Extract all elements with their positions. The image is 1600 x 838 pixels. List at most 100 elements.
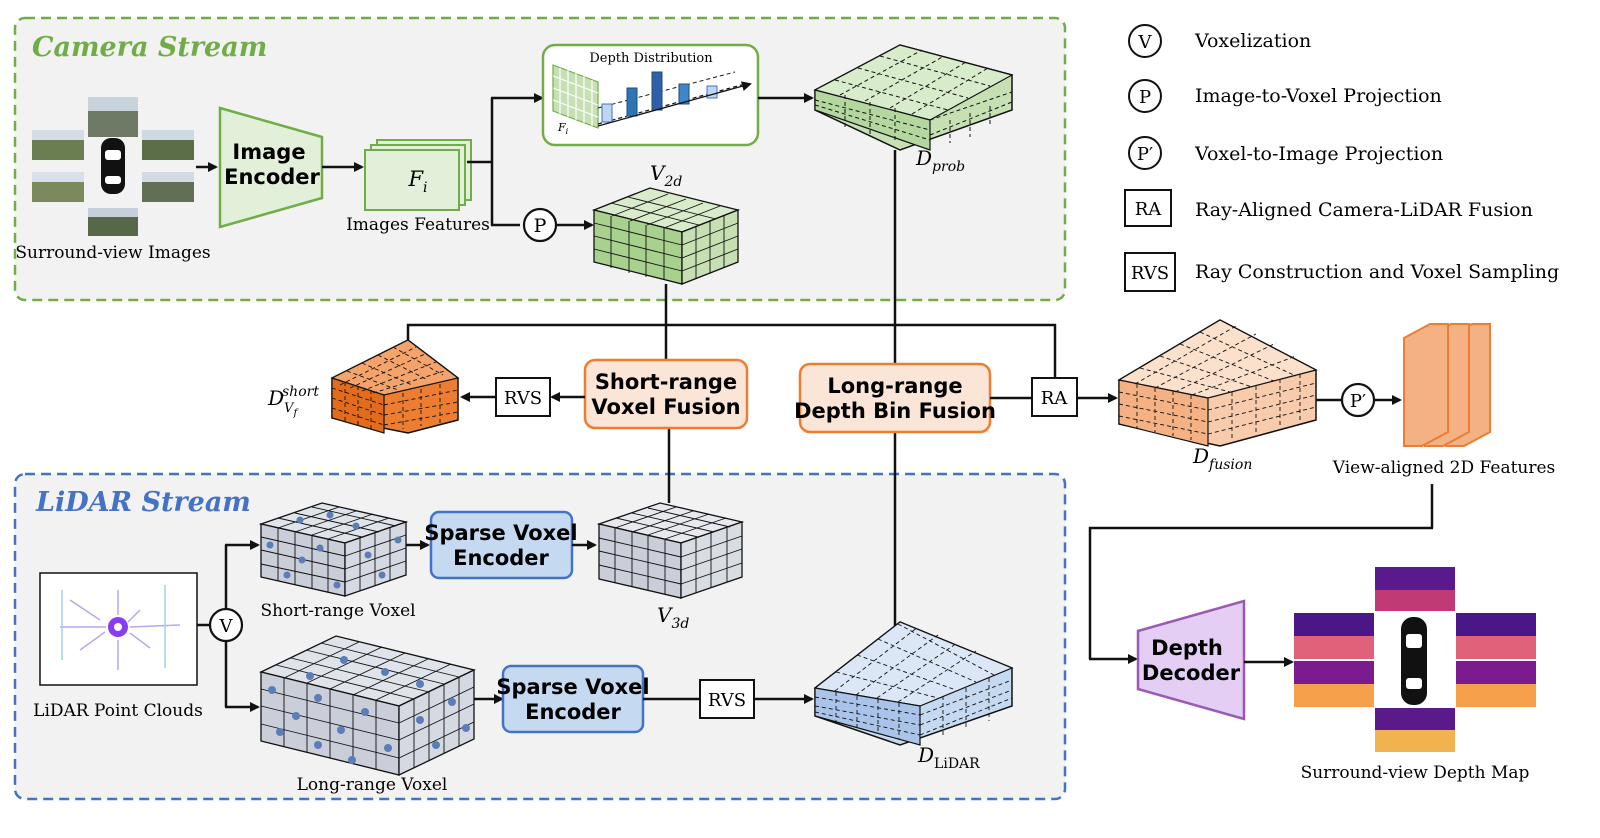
legend-item-voxelization: V Voxelization: [1128, 24, 1311, 58]
projection-symbol: P: [534, 215, 547, 237]
lidar-stream-title: LiDAR Stream: [35, 487, 251, 518]
lidar-point-cloud-image: [39, 572, 198, 686]
depth-decoder: Depth Decoder: [1136, 599, 1246, 721]
camera-stream-title: Camera Stream: [32, 32, 267, 63]
legend: V Voxelization P Image-to-Voxel Projecti…: [1124, 24, 1559, 292]
svg-text:V2d: V2d: [650, 161, 682, 190]
encoder1-line1: Sparse Voxel: [424, 521, 577, 545]
voxel-to-image-projection-node: P′: [1340, 382, 1376, 418]
legend-item-rvs: RVS Ray Construction and Voxel Sampling: [1124, 252, 1559, 292]
svg-text:Dprob: Dprob: [915, 146, 965, 175]
encoder1-line2: Encoder: [453, 546, 549, 570]
surround-view-images: [32, 97, 194, 236]
d-short-frustum: [330, 339, 460, 434]
v2d-main: V: [650, 161, 667, 185]
v3d-main: V: [657, 603, 674, 627]
sparse-voxel-encoder-1: Sparse Voxel Encoder: [424, 510, 578, 580]
short-range-voxel-fusion: Short-range Voxel Fusion: [583, 358, 749, 430]
encoder2-line2: Encoder: [525, 700, 621, 724]
features-symbol: F: [407, 167, 424, 191]
depth-distribution-label: Depth Distribution: [589, 51, 713, 66]
ra-node: RA: [1031, 377, 1078, 417]
depth-map-label: Surround-view Depth Map: [1301, 763, 1530, 783]
dfusion-sub: fusion: [1208, 457, 1252, 473]
legend-label-4: Ray Construction and Voxel Sampling: [1195, 261, 1559, 283]
dlidar-sub: LiDAR: [934, 756, 980, 772]
rvs-bottom-label: RVS: [708, 690, 746, 711]
svg-text:DVf: DVf: [267, 386, 299, 419]
legend-symbol-0: V: [1138, 32, 1153, 53]
ra-label: RA: [1041, 388, 1069, 409]
surround-view-images-label: Surround-view Images: [15, 243, 210, 263]
camera-stream-panel: Camera Stream: [13, 16, 1067, 302]
long-range-line2: Depth Bin Fusion: [794, 399, 996, 423]
rvs-node-top: RVS: [495, 377, 551, 417]
image-encoder: Image Encoder: [218, 106, 324, 229]
view-aligned-features: [1403, 323, 1491, 447]
dshort-sup: short: [282, 384, 319, 400]
image-to-voxel-projection-node: P: [522, 207, 558, 243]
v2d-sub: 2d: [663, 174, 682, 190]
long-range-line1: Long-range: [827, 374, 962, 398]
legend-symbol-4: RVS: [1131, 263, 1169, 284]
d-lidar-frustum: [813, 621, 1014, 746]
d-fusion-frustum: [1117, 319, 1318, 447]
legend-label-0: Voxelization: [1194, 30, 1311, 52]
image-encoder-line2: Encoder: [224, 165, 320, 189]
view-aligned-label: View-aligned 2D Features: [1332, 458, 1556, 478]
short-range-line2: Voxel Fusion: [591, 395, 740, 419]
voxelization-node: V: [208, 607, 244, 643]
short-range-voxel-label: Short-range Voxel: [260, 601, 415, 621]
decoder-line2: Decoder: [1142, 661, 1241, 685]
legend-symbol-2: P′: [1137, 144, 1153, 165]
lidar-point-clouds-label: LiDAR Point Clouds: [33, 701, 203, 721]
encoder2-line1: Sparse Voxel: [496, 675, 649, 699]
legend-label-3: Ray-Aligned Camera-LiDAR Fusion: [1195, 199, 1533, 221]
dprob-sub: prob: [932, 159, 965, 175]
legend-item-ra: RA Ray-Aligned Camera-LiDAR Fusion: [1124, 189, 1533, 227]
legend-label-1: Image-to-Voxel Projection: [1195, 85, 1442, 107]
dshort-sub: V: [284, 401, 295, 416]
dlidar-main: D: [917, 743, 934, 767]
short-range-line1: Short-range: [595, 370, 737, 394]
pprime-label: P′: [1350, 391, 1366, 412]
depth-map-car-icon: [1401, 617, 1427, 705]
voxelization-symbol: V: [219, 616, 234, 637]
features-subscript: i: [423, 180, 427, 196]
image-encoder-line1: Image: [232, 140, 305, 164]
long-range-depth-bin-fusion: Long-range Depth Bin Fusion: [794, 362, 996, 434]
sparse-voxel-encoder-2: Sparse Voxel Encoder: [496, 664, 650, 734]
rvs-node-bottom: RVS: [699, 679, 755, 719]
legend-item-image-to-voxel: P Image-to-Voxel Projection: [1128, 79, 1442, 113]
long-range-voxel-cube: [259, 635, 476, 777]
legend-symbol-3: RA: [1135, 199, 1163, 220]
svg-text:Dfusion: Dfusion: [1192, 444, 1252, 473]
short-range-voxel-cube: [258, 502, 409, 597]
legend-item-voxel-to-image: P′ Voxel-to-Image Projection: [1128, 136, 1443, 170]
depth-distribution-fi-sub: i: [566, 127, 569, 136]
svg-text:Fi: Fi: [557, 121, 569, 136]
svg-text:Fi: Fi: [407, 167, 427, 196]
svg-text:DLiDAR: DLiDAR: [917, 743, 980, 772]
v3d-sub: 3d: [671, 616, 689, 632]
surround-view-depth-map: [1294, 567, 1536, 752]
depth-distribution-fi: F: [557, 121, 566, 134]
depth-distribution-box: Depth Distribution Fi: [541, 43, 760, 147]
legend-label-2: Voxel-to-Image Projection: [1194, 143, 1443, 165]
image-features-stack: Fi: [364, 139, 472, 211]
decoder-line1: Depth: [1151, 636, 1223, 660]
dprob-main: D: [915, 146, 932, 170]
dfusion-main: D: [1192, 444, 1209, 468]
car-icon: [101, 138, 125, 194]
rvs-top-label: RVS: [504, 388, 542, 409]
v3d-voxel-cube: [596, 502, 745, 599]
svg-text:V3d: V3d: [657, 603, 689, 632]
d-prob-frustum: [813, 44, 1014, 151]
dshort-main: D: [267, 386, 284, 410]
v2d-voxel-cube: [591, 187, 741, 285]
legend-symbol-1: P: [1139, 87, 1151, 108]
images-features-label: Images Features: [346, 215, 490, 235]
dshort-subsub: f: [292, 408, 299, 419]
long-range-voxel-label: Long-range Voxel: [297, 775, 448, 795]
